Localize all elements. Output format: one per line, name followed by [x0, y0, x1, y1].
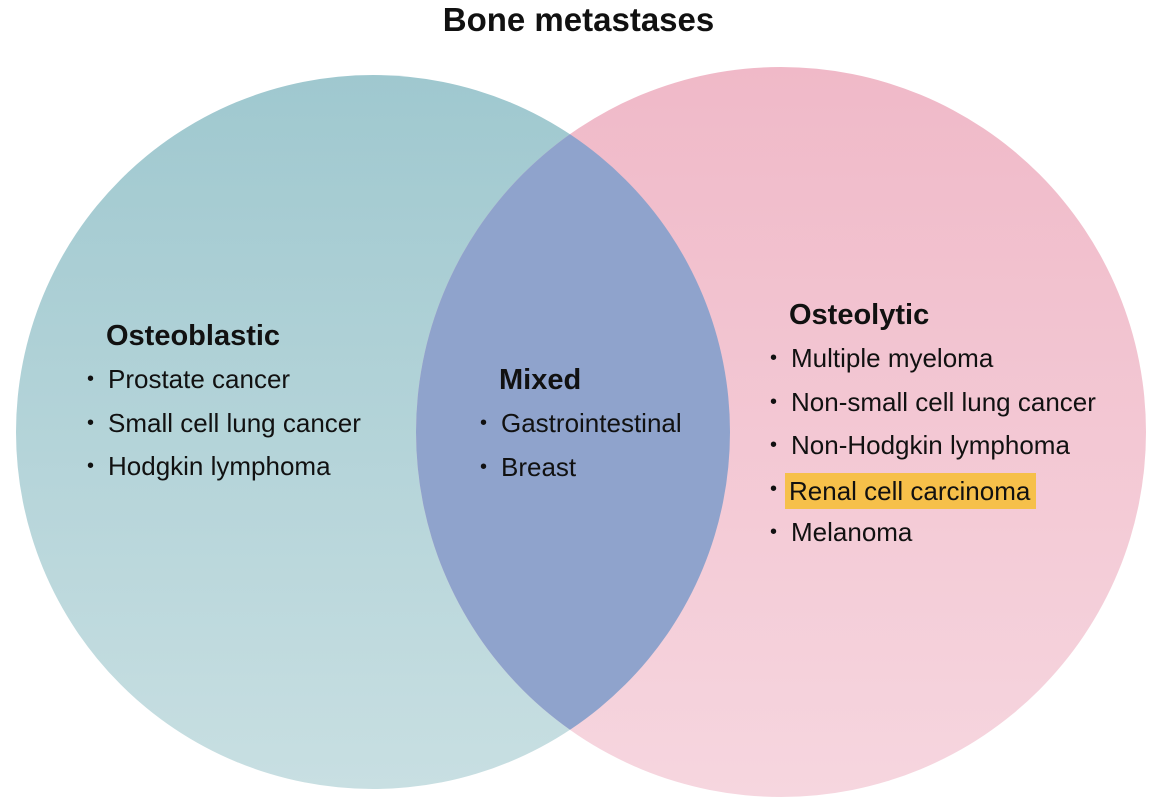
list-item: Multiple myeloma: [770, 342, 1098, 374]
list-item-label: Breast: [501, 451, 577, 482]
list-item-label: Non-small cell lung cancer: [791, 386, 1096, 417]
osteoblastic-heading: Osteoblastic: [106, 320, 281, 352]
osteolytic-heading: Osteolytic: [789, 299, 930, 331]
osteolytic-group: Osteolytic Multiple myeloma Non-small ce…: [770, 298, 1098, 560]
osteolytic-list: Multiple myeloma Non-small cell lung can…: [770, 342, 1098, 548]
list-item: Small cell lung cancer: [87, 407, 363, 439]
osteoblastic-group: Osteoblastic Prostate cancer Small cell …: [87, 319, 363, 494]
list-item-label: Non-Hodgkin lymphoma: [791, 430, 1070, 460]
overlap-region: [416, 75, 730, 789]
highlighted-item-label: Renal cell carcinoma: [785, 472, 1037, 509]
list-item-highlighted: Renal cell carcinoma: [770, 472, 1098, 509]
list-item-label: Melanoma: [791, 517, 913, 547]
mixed-list: Gastrointestinal Breast: [480, 407, 684, 483]
list-item: Non-Hodgkin lymphoma: [770, 429, 1098, 461]
list-item: Breast: [480, 451, 684, 483]
osteoblastic-list: Prostate cancer Small cell lung cancer H…: [87, 363, 363, 482]
diagram-title: Bone metastases: [442, 1, 715, 38]
mixed-group: Mixed Gastrointestinal Breast: [480, 363, 684, 494]
list-item-label: Small cell lung cancer: [108, 407, 361, 438]
list-item-label: Gastrointestinal: [501, 408, 682, 438]
list-item: Hodgkin lymphoma: [87, 450, 363, 482]
list-item: Melanoma: [770, 516, 1098, 548]
list-item-label: Hodgkin lymphoma: [108, 451, 331, 481]
list-item-label: Prostate cancer: [108, 364, 291, 394]
mixed-heading: Mixed: [499, 364, 582, 396]
list-item-label: Multiple myeloma: [791, 343, 994, 373]
list-item: Prostate cancer: [87, 363, 363, 395]
list-item: Non-small cell lung cancer: [770, 386, 1098, 418]
list-item: Gastrointestinal: [480, 407, 684, 439]
